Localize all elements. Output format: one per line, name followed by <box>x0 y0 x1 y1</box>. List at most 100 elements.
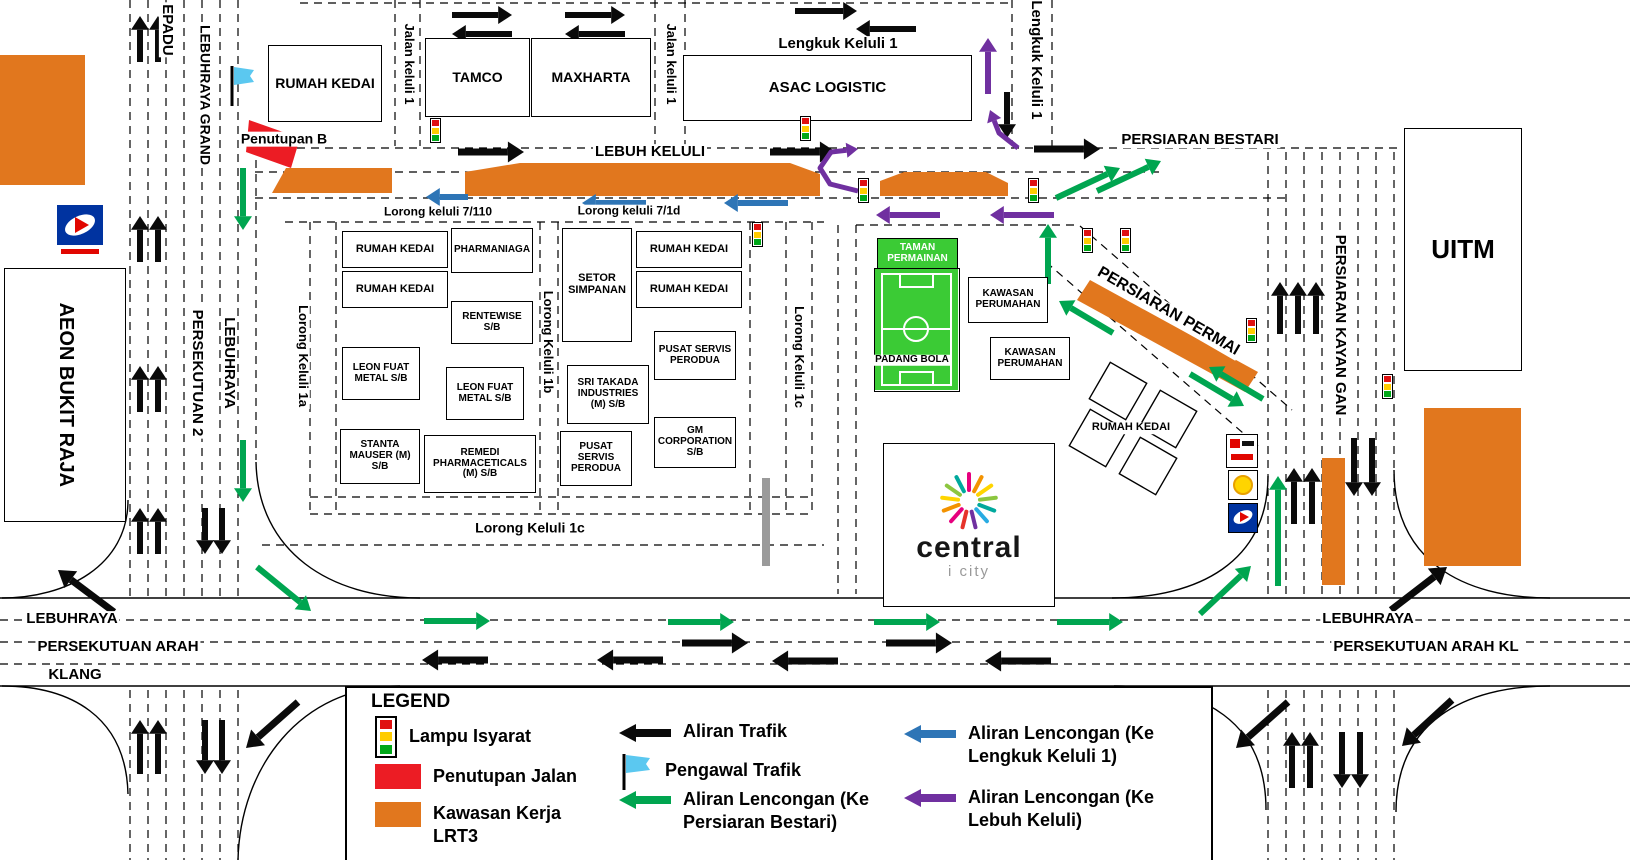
road-lines <box>129 0 239 596</box>
traffic-flow-arrow <box>1301 732 1319 788</box>
black-arrow-icon <box>619 723 671 742</box>
traffic-flow-arrow <box>856 20 916 38</box>
road-label: Lorong keluli 7/1d <box>575 203 683 218</box>
work-area <box>465 163 820 196</box>
diversion-arrow-green <box>234 168 252 230</box>
road-label: KLANG <box>46 666 104 684</box>
traffic-light-icon <box>800 116 811 141</box>
diversion-arrow-green <box>1057 613 1123 631</box>
building-rumah-kedai-4: RUMAH KEDAI <box>636 271 742 308</box>
building-stanta-mauser-label: STANTA MAUSER (M) S/B <box>349 439 411 472</box>
road-label: LEBUHRAYA <box>24 610 120 628</box>
legend-item-penutupan-jalan: Penutupan Jalan <box>375 764 577 789</box>
traffic-flow-arrow <box>452 6 512 24</box>
logo-badge-1-graphic <box>1226 434 1258 468</box>
petronas-logo-graphic <box>57 205 103 254</box>
orange-area-top-left <box>0 55 85 185</box>
work-area <box>1322 458 1345 585</box>
work-area <box>1077 280 1258 392</box>
traffic-flow-arrow <box>1303 468 1321 524</box>
traffic-flow-arrow <box>131 508 149 554</box>
petronas-logo-small-graphic <box>1228 503 1258 533</box>
building-leon-fuat-metal-1: LEON FUAT METAL S/B <box>342 347 420 400</box>
building-rumah-kedai-top-label: RUMAH KEDAI <box>275 74 375 91</box>
road-label: Jalan keluli 1 <box>663 21 679 107</box>
area-taman-permainan-label: TAMAN PERMAINAN <box>887 241 948 264</box>
diversion-arrow-green <box>1095 158 1161 194</box>
building-pharmaniaga: PHARMANIAGA <box>451 228 533 273</box>
traffic-flow-arrow <box>458 141 524 163</box>
road-label: PERSEKUTUAN 2 <box>188 307 206 439</box>
diversion-arrow-green <box>1209 366 1265 402</box>
traffic-light-icon <box>1028 178 1039 203</box>
flag-icon <box>622 754 650 790</box>
road-label: Lorong Keluli 1b <box>540 288 556 396</box>
traffic-flow-arrow <box>131 366 149 412</box>
building-rumah-kedai-1: RUMAH KEDAI <box>342 231 448 268</box>
diversion-arrow-purple <box>990 206 1054 224</box>
diversion-arrow-green <box>874 613 940 631</box>
legend-item-kawasan-kerja: Kawasan Kerja LRT3 <box>375 802 568 848</box>
building-rumah-kedai-2: RUMAH KEDAI <box>342 271 448 308</box>
traffic-flow-arrow <box>985 650 1051 672</box>
diversion-arrow-green <box>668 613 734 631</box>
logo-badge-1 <box>1226 434 1258 473</box>
building-remedi-pharmaceticals-label: REMEDI PHARMACETICALS (M) S/B <box>433 446 527 480</box>
green-arrow-icon <box>619 791 671 809</box>
padang-bola-field <box>874 268 960 392</box>
traffic-light-icon <box>1120 228 1131 253</box>
diversion-arrow-purple <box>876 206 940 224</box>
petronas-logo <box>55 203 105 263</box>
building-kawasan-perumahan-1-label: KAWASAN PERUMAHAN <box>975 288 1041 310</box>
road-lines <box>837 224 1078 594</box>
building-asac-logistic-label: ASAC LOGISTIC <box>768 78 887 96</box>
traffic-flow-arrow <box>1034 138 1100 160</box>
building-leon-fuat-metal-1-label: LEON FUAT METAL S/B <box>352 361 410 384</box>
building-setor-simpanan: SETOR SIMPANAN <box>562 228 632 342</box>
traffic-flow-arrow <box>597 649 663 671</box>
legend-item-pengawal-trafik: Pengawal Trafik <box>619 750 801 792</box>
traffic-flow-arrow <box>213 720 231 774</box>
legend-item-lencongan-lengkuk: Aliran Lencongan (Ke Lengkuk Keluli 1) <box>904 722 1183 768</box>
road-label: PERSIARAN BESTARI <box>1119 131 1281 149</box>
ball-logo <box>1228 470 1258 505</box>
building-uitm: UITM <box>1404 128 1522 371</box>
diversion-arrow-green <box>1039 224 1057 284</box>
purple-arrow-icon <box>904 789 956 807</box>
road-closure-swatch <box>375 764 421 789</box>
diversion-arrow-green <box>1197 566 1251 617</box>
traffic-flow-arrow <box>1351 732 1369 788</box>
building-rentewise-label: RENTEWISE S/B <box>462 310 522 333</box>
building-rumah-kedai-3: RUMAH KEDAI <box>636 231 742 268</box>
building-setor-simpanan-label: SETOR SIMPANAN <box>568 272 626 296</box>
traffic-flow-arrow <box>422 649 488 671</box>
legend-item-aliran-trafik: Aliran Trafik <box>619 720 787 743</box>
traffic-flow-arrow <box>1289 282 1307 334</box>
building-rentewise: RENTEWISE S/B <box>451 301 533 344</box>
building-tamco: TAMCO <box>425 38 530 117</box>
legend: LEGEND Lampu Isyarat Penutupan Jalan Kaw… <box>345 686 1213 860</box>
road-label: Lengkuk Keluli 1 <box>776 35 900 53</box>
traffic-flow-arrow <box>1402 697 1455 746</box>
road-label: EPADU <box>158 2 176 58</box>
building-sri-takada: SRI TAKADA INDUSTRIES (M) S/B <box>567 365 649 424</box>
ball-logo-graphic <box>1228 470 1258 500</box>
traffic-flow-arrow <box>149 366 167 412</box>
building-maxharta: MAXHARTA <box>531 38 651 117</box>
orange-area-right <box>1424 408 1521 566</box>
building-tamco-label: TAMCO <box>452 68 503 85</box>
traffic-flow-arrow <box>1285 468 1303 524</box>
diversion-arrow-green <box>1269 476 1287 586</box>
building-remedi-pharmaceticals: REMEDI PHARMACETICALS (M) S/B <box>424 435 536 493</box>
traffic-light-icon <box>858 178 869 203</box>
central-icity-subtitle: i city <box>948 563 990 580</box>
building-pusat-servis-perodua-1: PUSAT SERVIS PERODUA <box>654 331 736 380</box>
traffic-flow-arrow <box>149 720 167 774</box>
building-gm-corporation: GM CORPORATION S/B <box>654 417 736 468</box>
traffic-light-icon <box>1382 374 1393 399</box>
traffic-flow-arrow <box>772 650 838 672</box>
road-label: Lorong Keluli 1c <box>791 304 807 410</box>
road-label: PERSEKUTUAN ARAH KL <box>1331 638 1521 656</box>
